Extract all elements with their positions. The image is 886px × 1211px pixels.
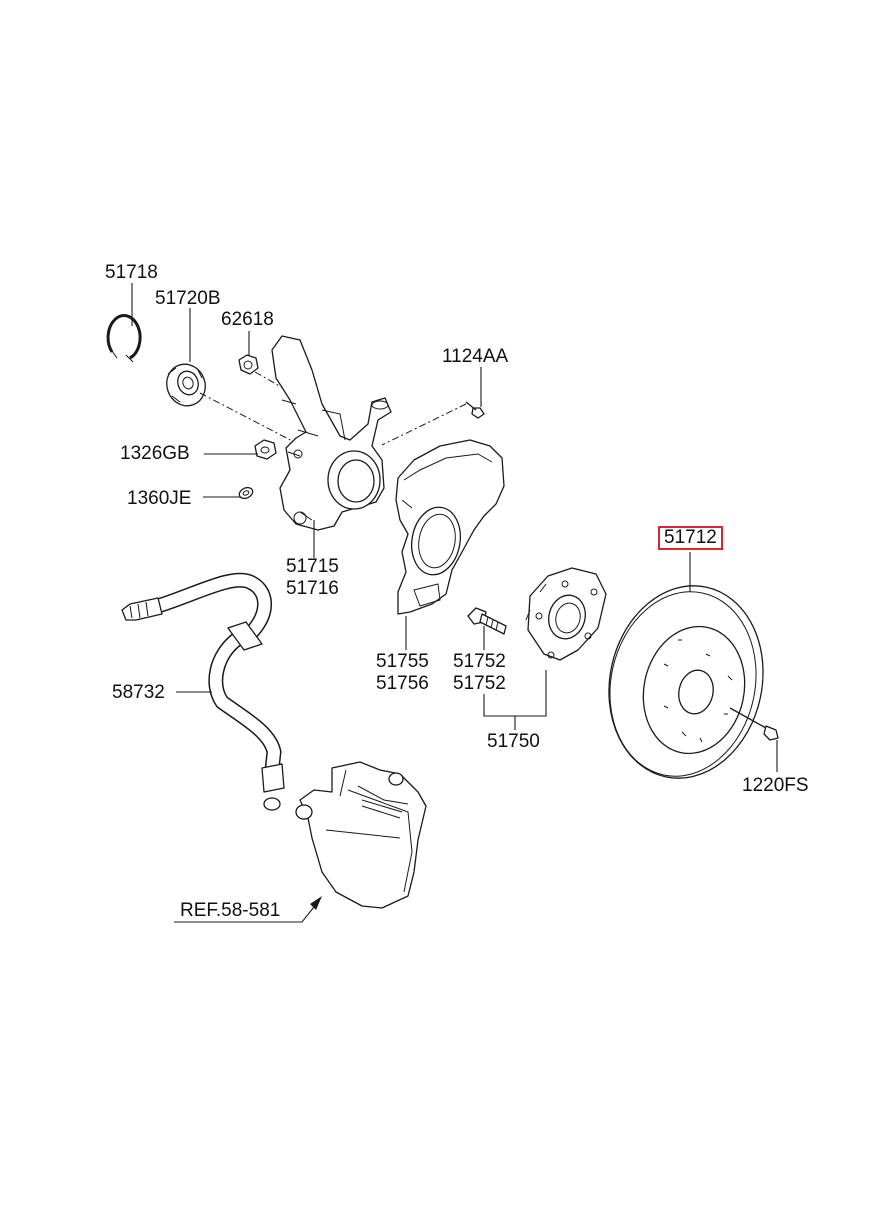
brake-hose-58732[interactable] <box>121 572 285 811</box>
dust-cover-51755[interactable] <box>395 439 505 615</box>
label-51718[interactable]: 51718 <box>105 262 158 283</box>
assembly-line-bolt <box>381 403 467 446</box>
label-51756[interactable]: 51756 <box>376 673 429 694</box>
snap-ring-51718[interactable] <box>106 314 142 363</box>
ref-arrow-icon <box>310 896 322 910</box>
washer-1360je[interactable] <box>238 486 255 501</box>
wheel-hub-51750[interactable] <box>525 567 607 661</box>
label-51752-bottom[interactable]: 51752 <box>453 673 506 694</box>
screw-1220fs[interactable] <box>729 707 779 741</box>
bolt-1124aa[interactable] <box>465 401 485 419</box>
label-1326gb[interactable]: 1326GB <box>120 443 190 464</box>
label-51755[interactable]: 51755 <box>376 651 429 672</box>
label-51716[interactable]: 51716 <box>286 578 339 599</box>
label-62618[interactable]: 62618 <box>221 309 274 330</box>
label-51752-top[interactable]: 51752 <box>453 651 506 672</box>
hub-bolt-51752[interactable] <box>467 607 507 635</box>
brake-disc-51712[interactable] <box>591 571 780 792</box>
label-58732[interactable]: 58732 <box>112 682 165 703</box>
bearing-51720b[interactable] <box>161 359 211 411</box>
label-51720b[interactable]: 51720B <box>155 288 221 309</box>
assembly-line-bearing <box>199 392 301 446</box>
label-ref-58-581[interactable]: REF.58-581 <box>180 900 281 921</box>
label-1124aa[interactable]: 1124AA <box>442 346 509 367</box>
nut-1326gb[interactable] <box>254 439 277 460</box>
nut-62618[interactable] <box>238 354 259 375</box>
label-51715[interactable]: 51715 <box>286 556 339 577</box>
label-1220fs[interactable]: 1220FS <box>742 775 809 796</box>
label-51712-highlighted[interactable]: 51712 <box>658 526 723 550</box>
label-51750[interactable]: 51750 <box>487 731 540 752</box>
ref-leader <box>174 901 319 923</box>
label-1360je[interactable]: 1360JE <box>127 488 192 509</box>
steering-knuckle-51715[interactable] <box>271 335 392 531</box>
brake-caliper[interactable] <box>295 761 427 909</box>
bracket-51750 <box>483 670 547 730</box>
